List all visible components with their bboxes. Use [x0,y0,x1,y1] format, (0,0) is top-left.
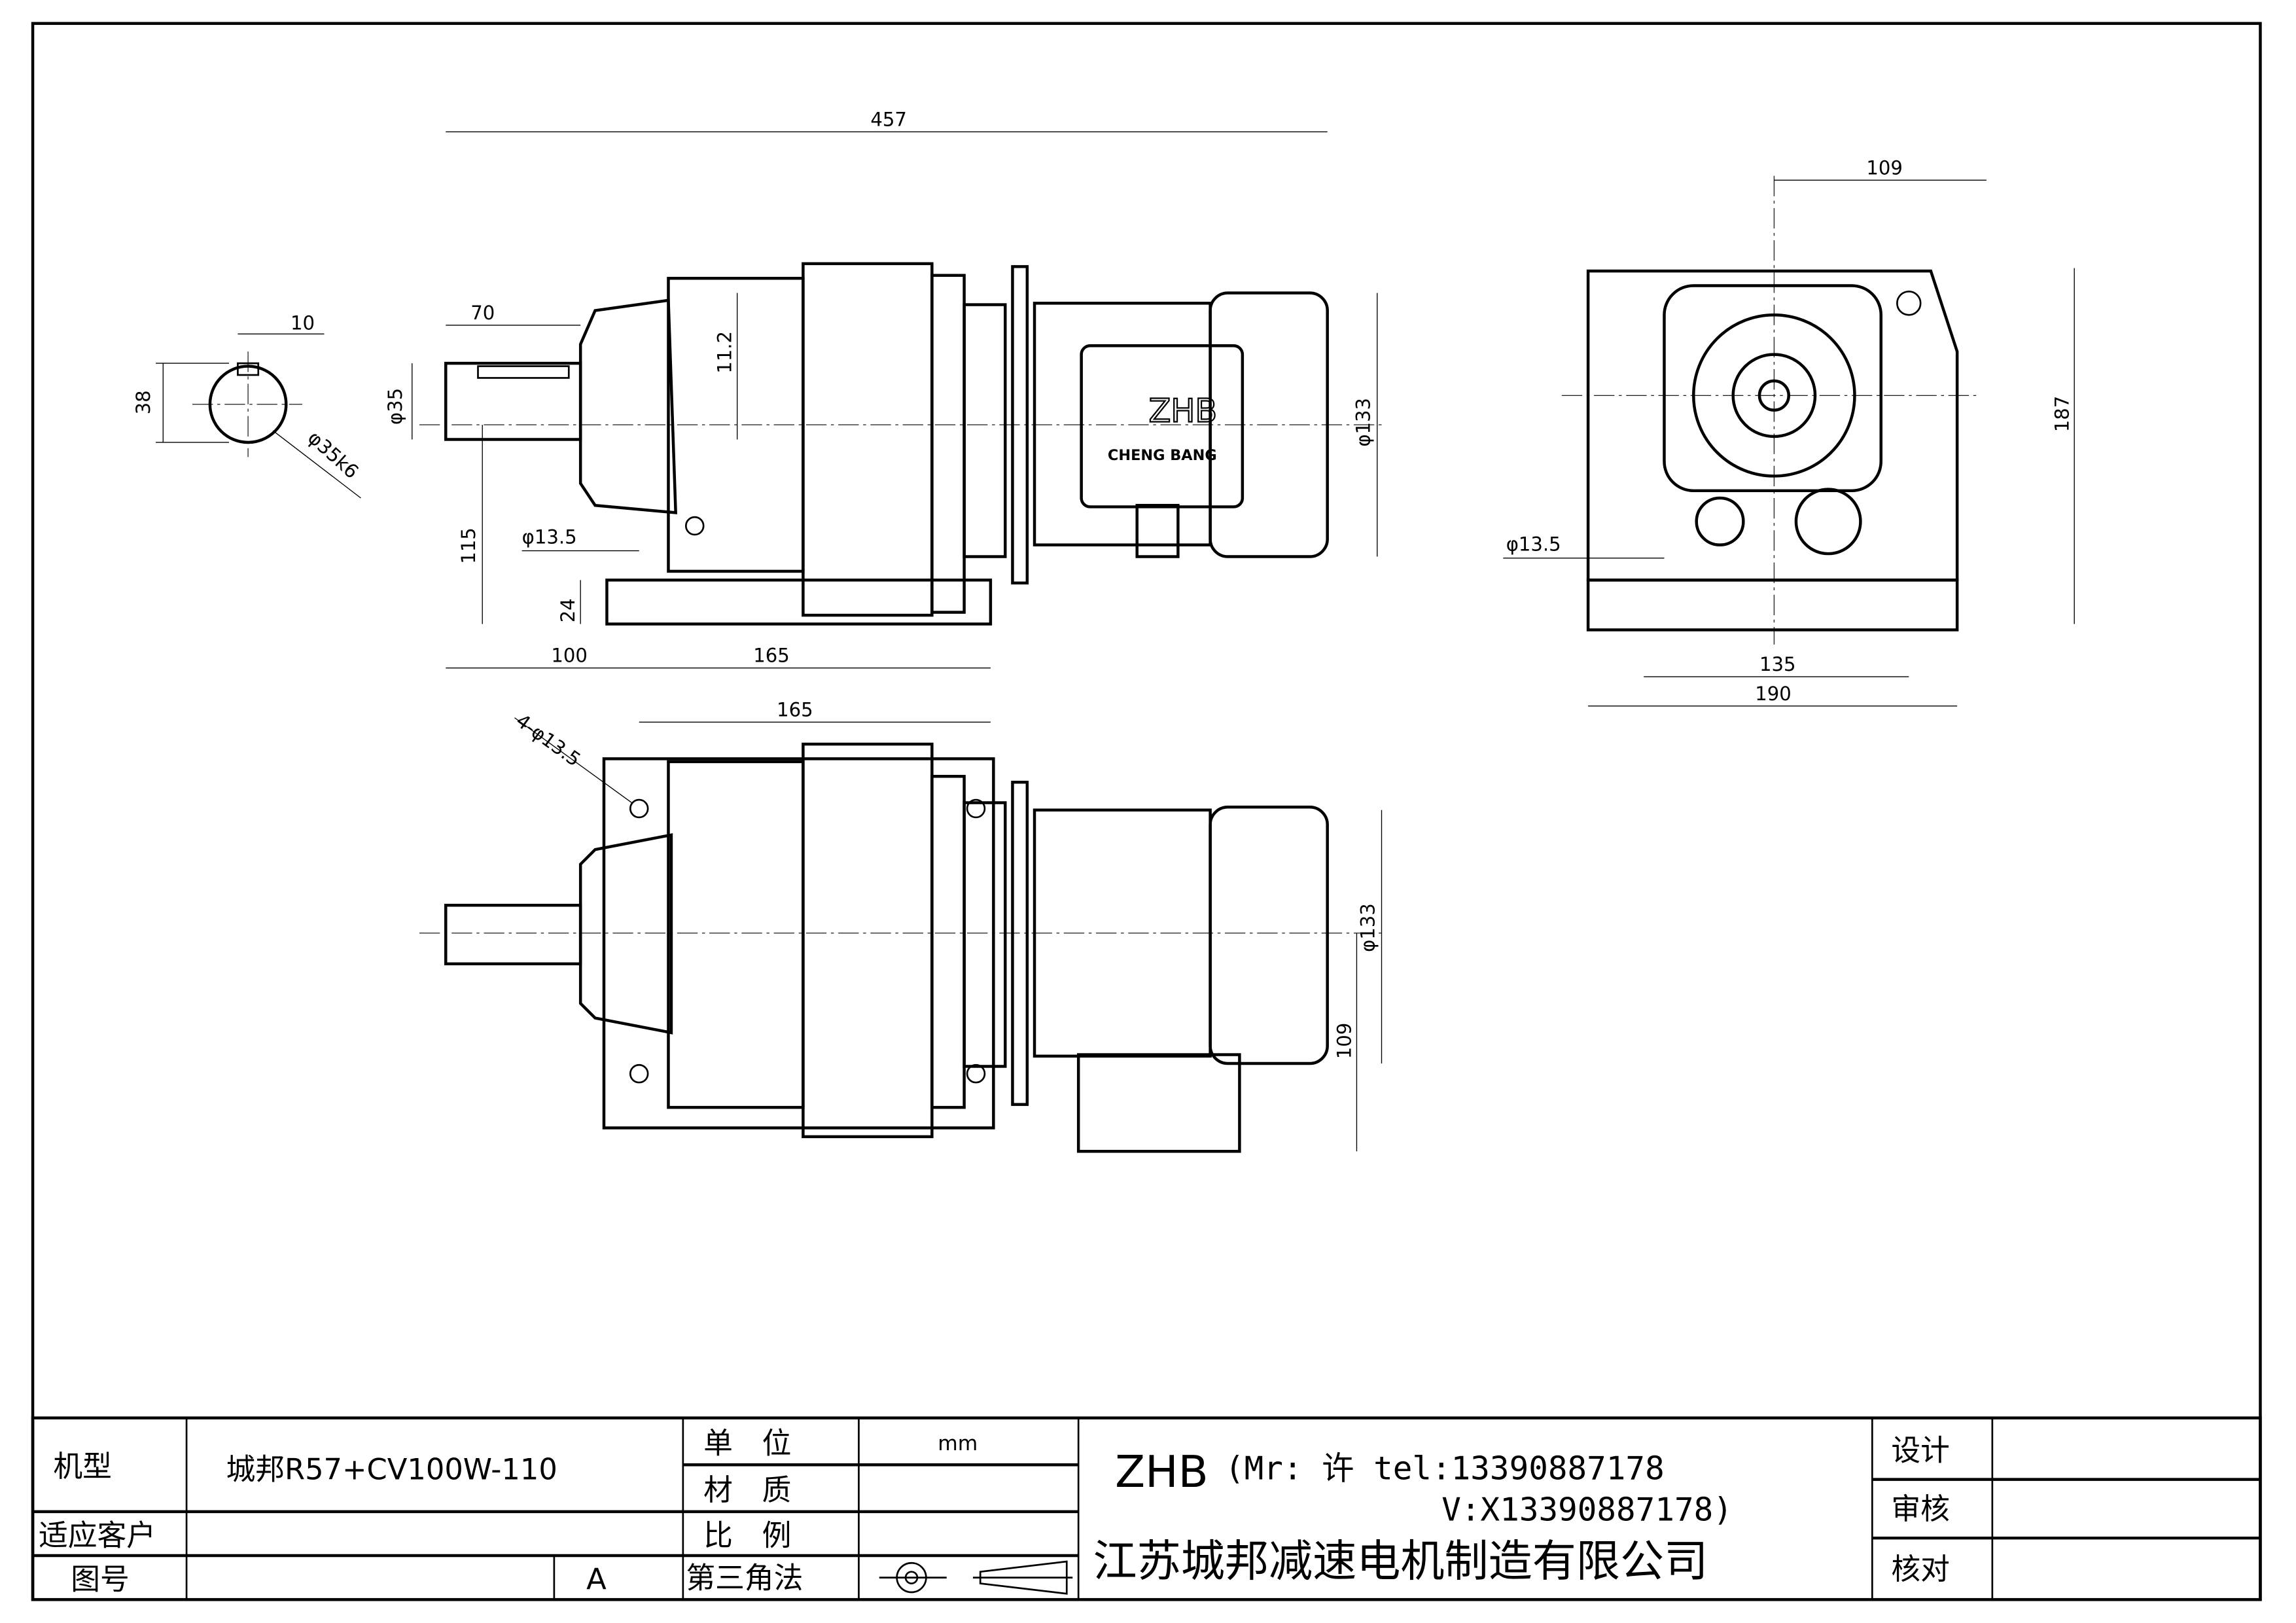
check-label: 核对 [1891,1552,1950,1586]
unit-value: mm [938,1432,978,1455]
model-value: 城邦R57+CV100W-110 [226,1452,557,1487]
side-view: ZHB CHENG BANG 457 70 φ35 11.2 115 φ13.5… [384,108,1386,669]
review-label: 审核 [1891,1491,1950,1526]
dim-key-height: 38 [132,390,154,414]
dim-foot-left: 100 [551,645,588,667]
dim-end-foot-hole: φ13.5 [1506,533,1561,556]
top-view: 165 4-φ13.5 φ133 109 [419,699,1386,1153]
dim-key-width: 10 [291,312,315,334]
foot [605,579,993,626]
dim-center-offset: 11.2 [714,331,736,374]
drawing-no-label: 图号 [71,1562,130,1597]
dim-base-width: 190 [1755,683,1792,705]
shaft-section-view: 38 10 φ35k6 [132,312,363,499]
company-name: 江苏城邦减速电机制造有限公司 [1093,1535,1708,1586]
dim-foot-thickness: 24 [557,598,579,622]
unit-label: 单 位 [703,1425,791,1460]
dim-top-motor-diameter: φ133 [1356,903,1379,952]
model-label: 机型 [53,1449,111,1484]
output-shaft [444,361,582,441]
projection-label: 第三角法 [686,1560,803,1595]
dim-shaft-fit: φ35k6 [304,426,363,483]
motor-logo: ZHB [1149,392,1218,430]
material-label: 材 质 [703,1472,791,1507]
contact-line-2: V:X13390887178) [1441,1490,1733,1528]
motor-brand: CHENG BANG [1108,447,1217,464]
revision: A [586,1562,607,1597]
dim-motor-diameter: φ133 [1352,398,1375,447]
dim-foot-hole: φ13.5 [522,526,577,548]
design-label: 设计 [1891,1433,1950,1468]
dim-top-holes: 4-φ13.5 [512,709,584,771]
scale-label: 比 例 [703,1518,791,1552]
dim-hole-spacing: 135 [1759,653,1796,675]
third-angle-projection-icon [879,1560,1073,1595]
dim-shaft-diameter: φ35 [384,388,406,425]
end-view: 109 187 φ13.5 135 190 [1503,156,2075,707]
title-block: 机型 城邦R57+CV100W-110 适应客户 图号 A 单 位 mm 材 质… [31,1416,2262,1601]
brand-logo: ZHB [1115,1446,1209,1497]
dim-terminal-offset: 109 [1333,1023,1356,1060]
dim-shaft-length: 70 [470,302,495,324]
dim-foot-spacing: 165 [753,645,790,667]
dim-shaft-height: 115 [457,527,480,564]
dim-overall-length: 457 [870,108,907,130]
dim-end-top-width: 109 [1866,156,1903,179]
dim-top-foot-spacing: 165 [777,699,813,721]
customer-label: 适应客户 [39,1518,156,1552]
dim-end-height: 187 [2051,396,2073,433]
contact-line-1: (Mr: 许 tel:13390887178 [1225,1450,1665,1488]
